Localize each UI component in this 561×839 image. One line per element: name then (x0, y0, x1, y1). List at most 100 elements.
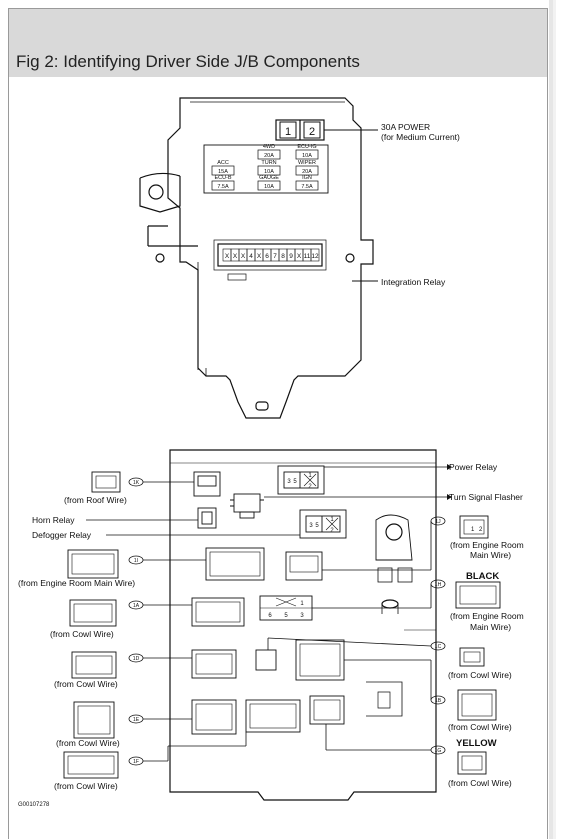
fuse-amp: 10A (302, 153, 312, 159)
tag-1a: 1A (133, 603, 140, 609)
relay-pin-label: 3 (287, 479, 291, 485)
connector-label-1f: (from Cowl Wire) (54, 781, 118, 791)
tag-1h: 1H (435, 582, 442, 588)
junction-block-body (169, 449, 437, 801)
relay-cell-1: 1 (285, 126, 291, 138)
relay-pin-label: 2 (308, 484, 312, 490)
turn-signal-flasher (230, 493, 264, 519)
relay-pin-label: 1 (300, 601, 304, 607)
tag-1k: 1K (133, 480, 140, 486)
figure-code: G00107278 (18, 802, 50, 808)
relay-pin-label: 5 (293, 479, 297, 485)
external-connectors-left (63, 471, 121, 779)
relay-pin-label: 5 (315, 523, 319, 529)
fuse-label-ecu-ig: ECU-IG (297, 144, 316, 150)
fuse-text: 4WD ECU-IG 20A 10A ACC TURN WIPER 15A 10… (214, 144, 316, 190)
page-title: Fig 2: Identifying Driver Side J/B Compo… (16, 52, 360, 71)
connector-tags (128, 477, 446, 766)
connector-pin-2: 2 (479, 527, 483, 533)
leader-lines (86, 466, 447, 762)
callout-30a-power: 30A POWER (381, 122, 430, 132)
integration-relay-unit (139, 97, 374, 419)
connector-label-1a: (from Cowl Wire) (50, 629, 114, 639)
figure-frame: Fig 2: Identifying Driver Side J/B Compo… (8, 8, 548, 839)
connector-label-1g: (from Cowl Wire) (448, 778, 512, 788)
tag-1j: 1J (435, 519, 441, 525)
relay-pin-label: 1 (330, 517, 334, 523)
connector-label-1b: (from Cowl Wire) (448, 722, 512, 732)
relay-cell-2: 2 (309, 126, 315, 138)
connector-label-1h-line2: Main Wire) (470, 622, 511, 632)
horn-relay (197, 507, 217, 529)
connector-pin-label: X (233, 253, 238, 260)
fuse-amp: 20A (302, 169, 312, 175)
connector-pin-label: X (241, 253, 246, 260)
tag-1e: 1E (133, 717, 140, 723)
connector-pin-label: 9 (289, 253, 293, 260)
connector-label-1h-line1: (from Engine Room (450, 611, 524, 621)
callout-horn-relay: Horn Relay (32, 515, 75, 525)
connector-pin-label: X (225, 253, 230, 260)
fuse-label-acc: ACC (217, 160, 229, 166)
frame-shadow-outer (553, 0, 556, 839)
internal-receptacles (191, 471, 345, 735)
relay-pin-label: 1 (308, 473, 312, 479)
fuse-label-turn: TURN (261, 160, 276, 166)
fuse-amp: 15A (218, 169, 228, 175)
relay-pin-label: 3 (300, 613, 304, 619)
external-connectors-right (455, 515, 501, 775)
leader-arrowheads (447, 464, 452, 500)
tag-1c: 1C (435, 644, 442, 650)
connector-color-yellow: YELLOW (456, 738, 497, 749)
relay-pin-label: 6 (268, 613, 272, 619)
callout-power-relay: Power Relay (449, 462, 498, 472)
power-relay (277, 465, 325, 495)
connector-label-1i: (from Engine Room Main Wire) (18, 578, 135, 588)
connector-label-1j-line2: Main Wire) (470, 550, 511, 560)
fuse-label-ign: IGN (302, 175, 312, 181)
connector-pin-label: 8 (281, 253, 285, 260)
callout-defogger-relay: Defogger Relay (32, 530, 92, 540)
frame-shadow (549, 0, 553, 839)
connector-pin-label: 7 (273, 253, 277, 260)
relay-pin-label: 2 (330, 528, 334, 534)
connector-pin-label: 4 (249, 253, 253, 260)
fuse-label-wiper: WIPER (298, 160, 316, 166)
tag-1i: 1I (134, 558, 138, 564)
fuse-amp: 10A (264, 169, 274, 175)
connector-pin-label: 12 (311, 253, 319, 260)
connector-label-1d: (from Cowl Wire) (54, 679, 118, 689)
callout-turn-signal-flasher: Turn Signal Flasher (449, 492, 523, 502)
connector-pin-label: 11 (304, 253, 311, 260)
connector-label-1c: (from Cowl Wire) (448, 670, 512, 680)
connector-label-1k: (from Roof Wire) (64, 495, 127, 505)
tag-1b: 1B (435, 698, 442, 704)
callout-medium-current: (for Medium Current) (381, 132, 460, 142)
fuse-grid (211, 149, 319, 191)
connector-pin-label: 6 (265, 253, 269, 260)
connector-pin-cell (310, 248, 320, 262)
fuse-amp: 7.5A (301, 184, 313, 190)
fuse-label-4wd: 4WD (263, 144, 275, 150)
relay-pin-label: 3 (309, 523, 313, 529)
tag-1g: 1G (435, 748, 442, 754)
tag-1f: 1F (133, 759, 139, 765)
relay-pin-label: 5 (284, 613, 288, 619)
connector-pin-1: 1 (471, 527, 475, 533)
top-callout-lines (324, 129, 378, 282)
defogger-relay (299, 509, 347, 539)
connector-color-black: BLACK (466, 571, 499, 582)
callout-integration-relay: Integration Relay (381, 277, 446, 287)
connector-pin-label: X (257, 253, 262, 260)
relay-terminal-labels: 1 2 (279, 121, 321, 139)
fuse-amp: 7.5A (217, 184, 229, 190)
fuse-label-ecu-b: ECU-B (214, 175, 231, 181)
fuse-amp: 20A (264, 153, 274, 159)
integration-relay-connector (213, 239, 327, 281)
connector-label-1e: (from Cowl Wire) (56, 738, 120, 748)
tag-1d: 1D (133, 656, 140, 662)
connector-pin-label: X (297, 253, 302, 260)
connector-label-1j-line1: (from Engine Room (450, 540, 524, 550)
